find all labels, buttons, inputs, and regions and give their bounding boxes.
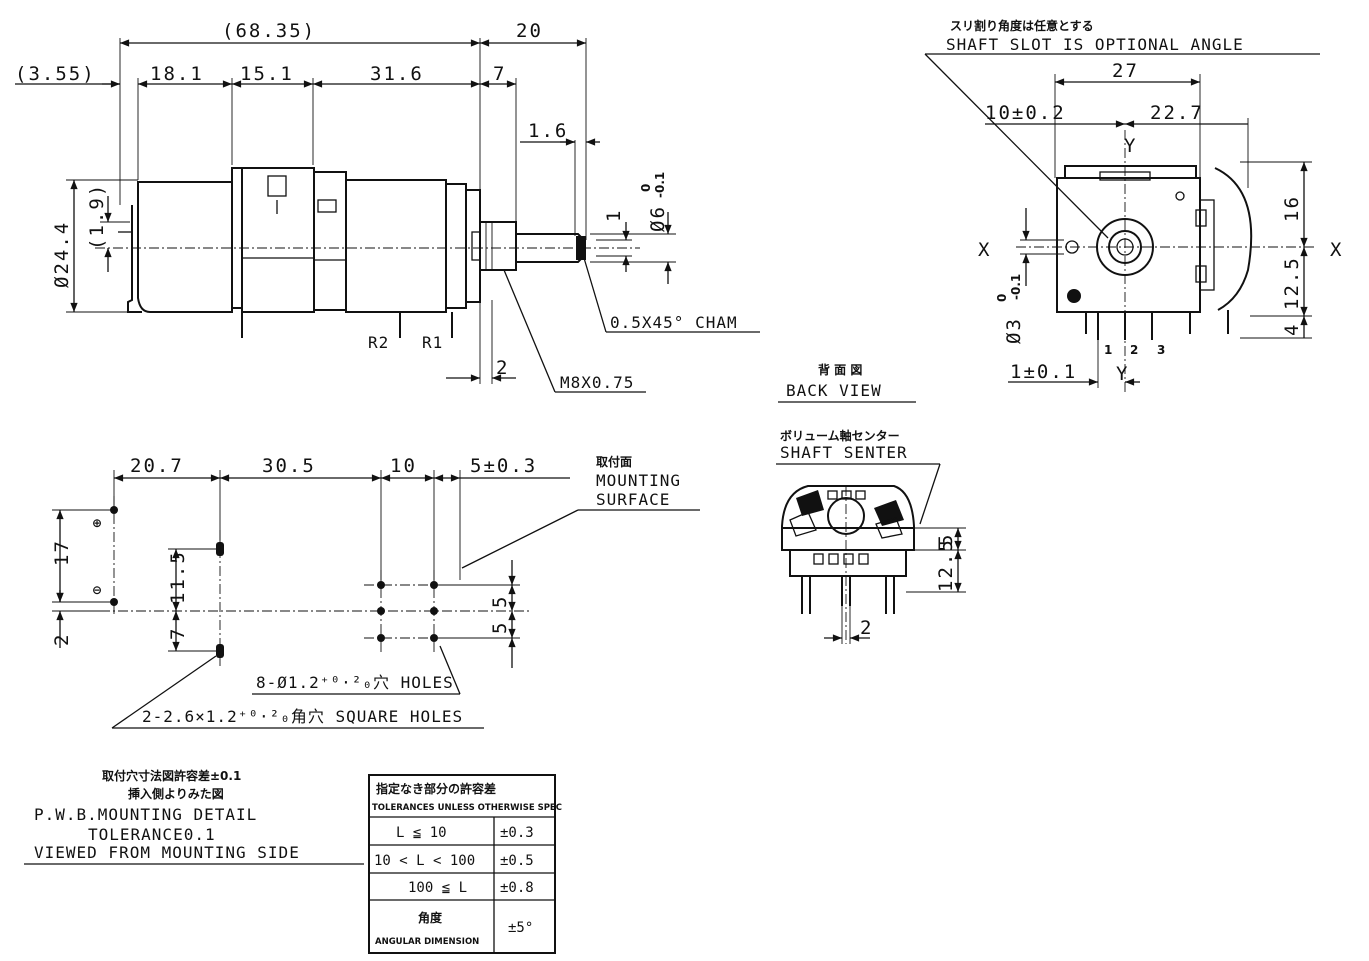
pin-3: 3 xyxy=(1157,343,1165,357)
holes-note: 8-Ø1.2⁺⁰·²₀穴 HOLES xyxy=(256,673,454,692)
dim-2: 2 xyxy=(496,357,509,379)
back-view: 背 面 図 BACK VIEW ボリューム軸センター SHAFT SENTER xyxy=(776,362,966,644)
pwb-dim-20-7: 20.7 xyxy=(130,455,184,477)
back-dim-2: 2 xyxy=(860,617,873,639)
caption-jp-1: 取付穴寸法図許容差±0.1 xyxy=(102,768,241,783)
dim-7: 7 xyxy=(493,63,506,85)
table-row-3-cond: 100 ≦ L xyxy=(408,880,467,896)
table-angle-value: ±5° xyxy=(508,920,533,936)
pwb-dim-2: 2 xyxy=(51,633,73,646)
shaft-center-jp: ボリューム軸センター xyxy=(780,428,900,443)
axis-x-right: X xyxy=(1330,239,1343,261)
dim-diameter-24-4: Ø24.4 xyxy=(51,221,73,288)
table-row-2-value: ±0.5 xyxy=(500,853,534,869)
dim-offset: (3.55) xyxy=(15,63,96,85)
dim-22-7: 22.7 xyxy=(1150,102,1204,124)
back-view-title-jp: 背 面 図 xyxy=(818,362,862,377)
pwb-dim-10: 10 xyxy=(390,455,417,477)
table-row-1-cond: L ≦ 10 xyxy=(396,825,447,841)
dim-diameter-3-tol-bottom: -0.1 xyxy=(1009,274,1023,300)
table-header-jp: 指定なき部分の許容差 xyxy=(376,781,496,796)
pwb-dim-5-a: 5 xyxy=(489,595,511,608)
pwb-dim-11-5: 11.5 xyxy=(167,550,189,604)
label-chamfer: 0.5X45° CHAM xyxy=(610,313,738,332)
table-angle-jp: 角度 xyxy=(418,910,443,925)
table-angle-en: ANGULAR DIMENSION xyxy=(375,937,479,947)
pin-1: 1 xyxy=(1104,343,1112,357)
dim-12-5: 12.5 xyxy=(1281,256,1303,310)
dim-1-9: (1.9) xyxy=(86,183,108,250)
dim-diameter-3: Ø3 xyxy=(1003,317,1025,344)
pin-2: 2 xyxy=(1130,343,1138,357)
dim-width-27: 27 xyxy=(1112,60,1139,82)
front-view: スリ割り角度は任意とする SHAFT SLOT IS OPTIONAL ANGL… xyxy=(924,18,1343,392)
table-row-1-value: ±0.3 xyxy=(500,825,534,841)
dim-31-6: 31.6 xyxy=(370,63,424,85)
label-r2: R2 xyxy=(368,333,389,352)
caption-en-1: P.W.B.MOUNTING DETAIL xyxy=(34,805,257,824)
table-row-3-value: ±0.8 xyxy=(500,880,534,896)
shaft-center-en: SHAFT SENTER xyxy=(780,443,908,462)
back-view-title-en: BACK VIEW xyxy=(786,381,882,400)
dim-16: 16 xyxy=(1281,195,1303,222)
dim-15-1: 15.1 xyxy=(240,63,294,85)
mount-surface-jp: 取付面 xyxy=(596,454,632,469)
dim-4: 4 xyxy=(1281,323,1303,336)
back-dim-5: 5 xyxy=(935,533,957,546)
pwb-mounting-detail: 20.7 30.5 10 5±0.3 取付面 MOUNTING SURFACE … xyxy=(24,454,700,865)
dim-1-6: 1.6 xyxy=(528,120,568,142)
dim-diameter-6-tol-bottom: -0.1 xyxy=(653,172,667,198)
mount-surface-en-1: MOUNTING xyxy=(596,471,681,490)
pwb-dim-17: 17 xyxy=(51,539,73,566)
dim-18-1: 18.1 xyxy=(150,63,204,85)
tolerance-table: 指定なき部分の許容差 TOLERANCES UNLESS OTHERWISE S… xyxy=(368,774,562,954)
dim-diameter-6: Ø6 xyxy=(647,205,669,232)
caption-jp-2: 挿入側よりみた図 xyxy=(128,786,224,801)
slot-note-jp: スリ割り角度は任意とする xyxy=(950,18,1094,33)
dim-overall: (68.35) xyxy=(222,20,316,42)
slot-note-en: SHAFT SLOT IS OPTIONAL ANGLE xyxy=(946,35,1244,54)
label-r1: R1 xyxy=(422,333,443,352)
dim-shaft-length: 20 xyxy=(516,20,543,42)
dim-1-tol: 1±0.1 xyxy=(1010,361,1077,383)
caption-en-3: VIEWED FROM MOUNTING SIDE xyxy=(34,843,300,862)
side-view: (68.35) 20 (3.55) 18.1 15.1 31.6 7 1.6 xyxy=(15,20,760,393)
axis-y-top: Y xyxy=(1124,135,1137,157)
caption-en-2: TOLERANCE0.1 xyxy=(88,825,216,844)
minus-mark-bottom: ⊖ xyxy=(92,583,102,597)
label-thread: M8X0.75 xyxy=(560,373,634,392)
pwb-dim-7: 7 xyxy=(167,627,189,640)
mount-surface-en-2: SURFACE xyxy=(596,490,670,509)
table-header-en: TOLERANCES UNLESS OTHERWISE SPEC xyxy=(372,803,562,813)
dim-1: 1 xyxy=(603,209,625,222)
dim-10-tol: 10±0.2 xyxy=(985,102,1066,124)
plus-mark-top: ⊕ xyxy=(92,516,102,530)
back-dim-12-5: 12.5 xyxy=(935,538,957,592)
pwb-dim-5-b: 5 xyxy=(489,621,511,634)
axis-y-bottom: Y xyxy=(1116,363,1129,385)
dim-diameter-3-tol-top: 0 xyxy=(995,294,1009,302)
table-row-2-cond: 10 < L < 100 xyxy=(374,853,475,869)
axis-x-left: X xyxy=(978,239,991,261)
pwb-dim-30-5: 30.5 xyxy=(262,455,316,477)
pwb-dim-5-tol: 5±0.3 xyxy=(470,455,537,477)
dim-diameter-6-tol-top: 0 xyxy=(639,184,653,192)
square-holes-note: 2-2.6×1.2⁺⁰·²₀角穴 SQUARE HOLES xyxy=(142,707,463,726)
